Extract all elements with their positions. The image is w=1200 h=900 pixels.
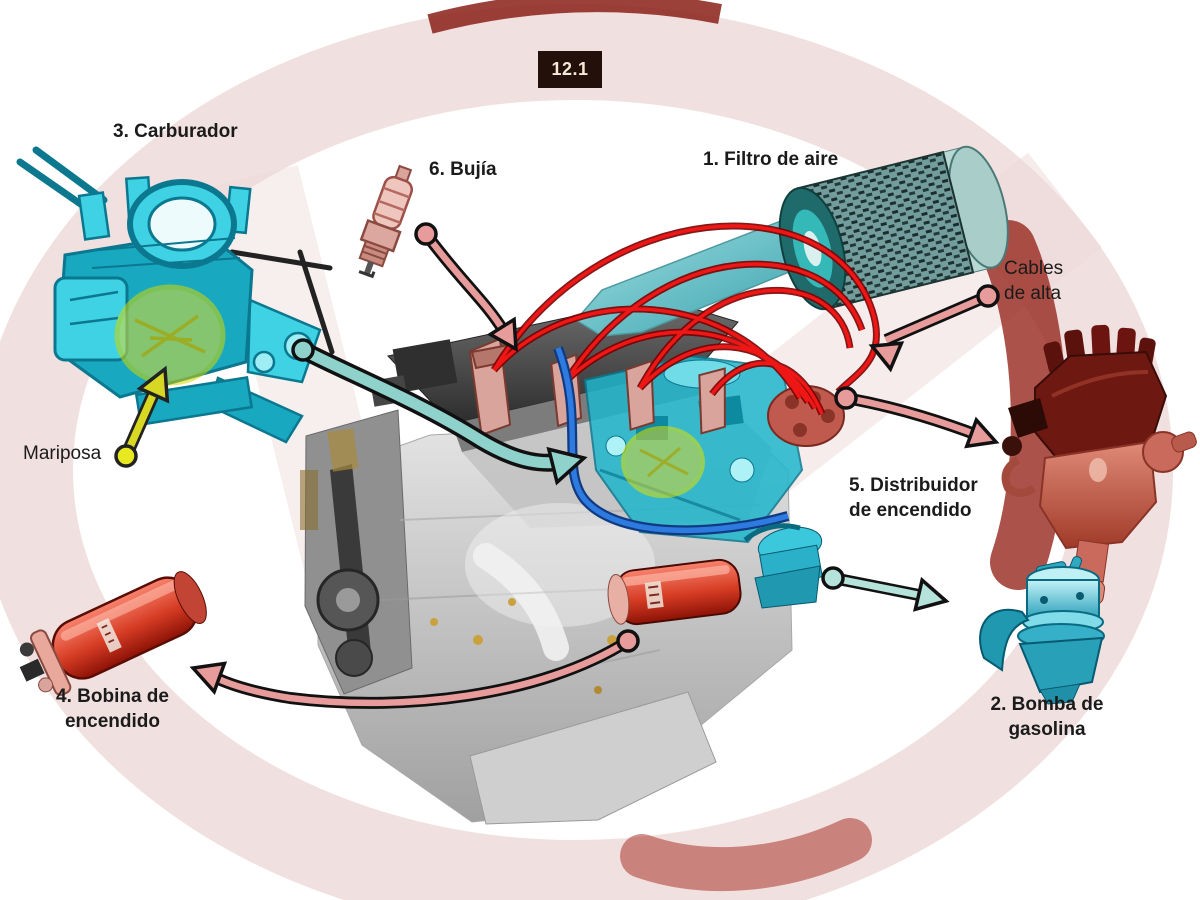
spark-plug-part	[358, 164, 414, 279]
label-ignition-coil-line2: encendido	[64, 711, 160, 733]
arrow-fuel-pump	[821, 566, 950, 612]
label-spark-plug: 6. Bujía	[429, 159, 497, 180]
arrow-coil	[189, 629, 640, 709]
arrow-spark-plug	[414, 222, 518, 353]
fuel-pump-on-engine	[743, 523, 823, 609]
label-distributor-line1: 5. Distribuidor	[849, 475, 978, 496]
label-cables-line1: Cables	[1004, 258, 1064, 279]
label-distributor: 5. Distribuidor de encendido	[849, 473, 978, 524]
distributor-part	[1001, 324, 1197, 605]
label-cables-line2: de alta	[1004, 283, 1062, 305]
exhaust-pipe	[473, 543, 569, 661]
blue-hose	[553, 346, 790, 536]
label-fuel-pump: 2. Bomba de gasolina	[972, 692, 1122, 743]
label-carburetor: 3. Carburador	[113, 121, 238, 142]
arrow-carburetor	[291, 338, 588, 486]
label-air-filter: 1. Filtro de aire	[703, 149, 839, 170]
label-fuel-pump-line2: gasolina	[1008, 719, 1086, 741]
label-ignition-coil: 4. Bobina de encendido	[30, 684, 195, 735]
label-cables: Cables de alta	[1004, 256, 1063, 307]
label-fuel-pump-line1: 2. Bomba de	[990, 694, 1104, 715]
arrow-cables	[868, 284, 1000, 373]
fuel-pump-part	[979, 556, 1105, 705]
arrow-distributor	[834, 386, 1000, 449]
label-distributor-line2: de encendido	[849, 500, 972, 522]
label-ignition-coil-line1: 4. Bobina de	[56, 686, 169, 707]
figure-number-badge: 12.1	[538, 51, 602, 88]
arrow-mariposa	[114, 365, 170, 468]
ignition-coil-on-engine	[607, 558, 742, 626]
air-filter-part	[778, 145, 1009, 311]
ignition-coil-part	[19, 571, 207, 696]
carburetor-part	[16, 146, 335, 444]
ignition-wires	[491, 222, 880, 416]
label-butterfly: Mariposa	[23, 443, 102, 464]
